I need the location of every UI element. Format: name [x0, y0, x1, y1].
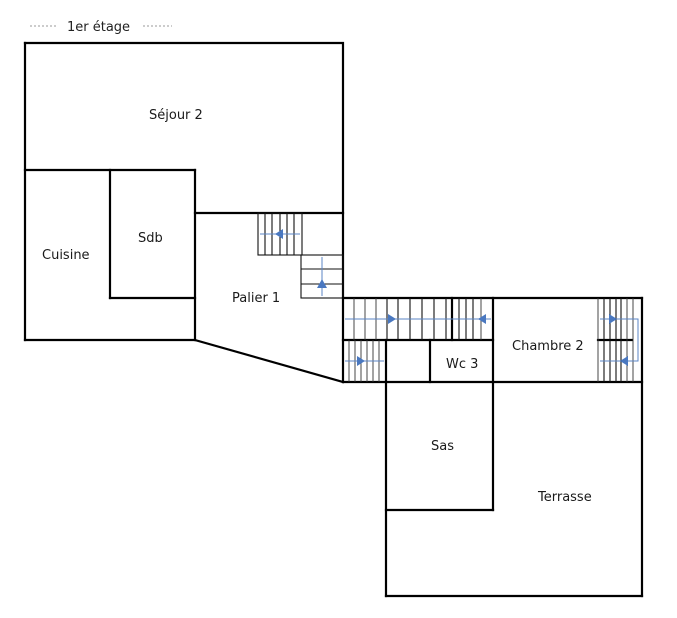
stair-chambre [597, 298, 639, 382]
arrow-left-icon [620, 356, 628, 366]
arrow-up-icon [317, 279, 327, 288]
level-title: 1er étage [30, 20, 172, 35]
room-label-sejour: Séjour 2 [149, 108, 203, 123]
arrow-right-icon [609, 314, 617, 324]
stair-palier-upper [257, 212, 303, 256]
arrow-right-icon [357, 356, 365, 366]
room-label-sdb: Sdb [138, 231, 163, 246]
room-label-wc: Wc 3 [446, 357, 478, 372]
walls-corridor-block [341, 296, 644, 598]
arrow-left-icon [275, 229, 283, 239]
stair-corridor-small [345, 340, 384, 382]
stair-palier-lower [300, 254, 344, 299]
level-title-text: 1er étage [67, 20, 130, 35]
room-label-cuisine: Cuisine [42, 248, 90, 263]
room-label-sas: Sas [431, 439, 454, 454]
room-label-chambre: Chambre 2 [512, 339, 584, 354]
stair-corridor-long [345, 296, 491, 342]
arrow-right-icon [388, 314, 396, 324]
walls-south-block [384, 380, 644, 598]
arrow-left-icon [478, 314, 486, 324]
room-label-palier: Palier 1 [232, 291, 280, 306]
room-label-terrasse: Terrasse [537, 490, 592, 505]
